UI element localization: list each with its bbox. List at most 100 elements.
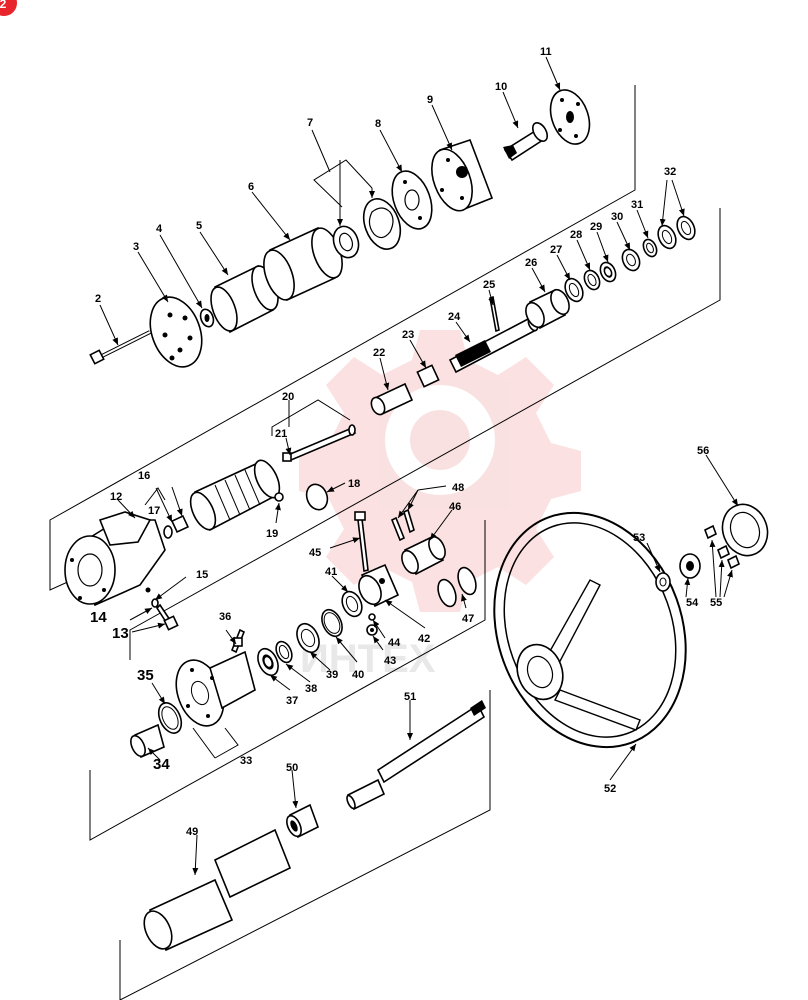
- part-steering-wheel-52: [493, 511, 687, 749]
- part-ring-32a: [657, 224, 677, 250]
- part-ring-6: [263, 226, 343, 302]
- label-part-25: 25: [483, 279, 495, 291]
- label-part-17: 17: [148, 505, 160, 517]
- label-part-5: 5: [196, 220, 202, 232]
- label-part-28: 28: [570, 229, 582, 241]
- label-part-21: 21: [275, 428, 287, 440]
- part-bearing-50: [286, 803, 319, 839]
- part-ring-30: [621, 248, 641, 272]
- label-part-13: 13: [112, 625, 129, 642]
- part-ring-32b: [676, 215, 696, 241]
- label-part-34: 34: [153, 756, 170, 773]
- label-part-19: 19: [266, 528, 278, 540]
- label-part-3: 3: [133, 241, 139, 253]
- label-part-26: 26: [525, 257, 537, 269]
- label-part-37: 37: [286, 695, 298, 707]
- assembly-frames: [49, 85, 721, 1000]
- part-ring-40: [321, 608, 343, 638]
- label-part-8: 8: [375, 118, 381, 130]
- part-ring-35: [157, 702, 183, 734]
- label-part-46: 46: [449, 501, 461, 513]
- label-part-7: 7: [307, 117, 313, 129]
- part-ring-28: [583, 269, 601, 291]
- part-flange-33: [175, 650, 256, 727]
- svg-text:2: 2: [0, 0, 7, 11]
- label-part-11: 11: [540, 46, 552, 58]
- label-part-52: 52: [604, 783, 616, 795]
- part-bolt-2: [89, 330, 151, 365]
- label-part-9: 9: [427, 94, 433, 106]
- part-spool-10: [503, 122, 549, 162]
- label-part-49: 49: [186, 826, 198, 838]
- label-part-12: 12: [110, 491, 122, 503]
- label-part-15: 15: [196, 569, 208, 581]
- part-bolt-45: [354, 511, 369, 572]
- part-cover-11: [549, 89, 591, 145]
- label-part-4: 4: [156, 223, 163, 235]
- label-part-38: 38: [305, 683, 317, 695]
- label-part-44: 44: [388, 637, 401, 649]
- part-washer-53: [655, 572, 671, 592]
- part-shaft-51: [346, 700, 486, 811]
- label-part-36: 36: [219, 611, 231, 623]
- part-ring-38: [275, 640, 293, 664]
- part-labels: 2 3 4 5 6 7 8 9 10 11 12 13 14 15 16 17 …: [90, 46, 722, 838]
- page-badge: 2: [0, 0, 17, 16]
- part-bushing-34: [130, 723, 165, 759]
- part-bushing-26: [525, 288, 570, 330]
- label-part-29: 29: [590, 221, 602, 233]
- label-part-40: 40: [352, 669, 364, 681]
- label-part-24: 24: [448, 311, 461, 323]
- label-part-35: 35: [137, 667, 154, 684]
- part-pins-48: [390, 508, 415, 542]
- part-nut-43-44: [366, 613, 378, 636]
- part-plate-8: [391, 170, 433, 230]
- part-housing-9: [431, 138, 494, 212]
- label-part-51: 51: [404, 691, 416, 703]
- part-ball-19: [274, 492, 284, 502]
- part-sleeve-5: [210, 264, 279, 334]
- part-bearing-39: [296, 622, 320, 654]
- watermark-text: ИНТЕХ: [300, 637, 436, 681]
- label-part-50: 50: [286, 762, 298, 774]
- part-sleeve-22: [370, 382, 414, 416]
- label-part-31: 31: [631, 199, 643, 211]
- part-nut-54: [679, 553, 701, 579]
- part-yoke-46: [401, 535, 446, 576]
- label-part-10: 10: [495, 81, 507, 93]
- part-spool-body: [189, 459, 281, 532]
- part-tube-49: [143, 828, 292, 952]
- part-pin-25: [489, 295, 500, 333]
- label-part-18: 18: [348, 478, 360, 490]
- label-part-30: 30: [611, 211, 623, 223]
- label-part-48: 48: [452, 482, 464, 494]
- label-part-6: 6: [248, 181, 254, 193]
- part-ring-18: [305, 483, 329, 511]
- part-ring-31: [642, 238, 658, 258]
- part-gerotor-7: [332, 198, 402, 259]
- label-part-2: 2: [95, 293, 101, 305]
- label-part-14: 14: [90, 609, 107, 626]
- label-part-33: 33: [240, 755, 252, 767]
- label-part-22: 22: [373, 347, 385, 359]
- part-yoke-42: [358, 563, 400, 608]
- label-part-27: 27: [550, 244, 562, 256]
- label-part-42: 42: [418, 633, 430, 645]
- label-part-32: 32: [664, 166, 676, 178]
- part-seal-37: [257, 647, 279, 677]
- label-part-47: 47: [462, 613, 474, 625]
- label-part-43: 43: [384, 655, 396, 667]
- part-fitting-16-17: [163, 514, 190, 539]
- label-part-54: 54: [686, 597, 699, 609]
- part-clips-55: [703, 524, 741, 570]
- label-part-45: 45: [309, 547, 321, 559]
- leader-lines: [99, 56, 739, 876]
- part-ring-27: [564, 277, 584, 303]
- label-part-41: 41: [325, 566, 337, 578]
- label-part-20: 20: [282, 391, 294, 403]
- part-pin-20-21: [282, 424, 357, 462]
- part-nut-23: [416, 364, 440, 388]
- part-rings-47: [437, 566, 477, 608]
- label-part-53: 53: [633, 532, 645, 544]
